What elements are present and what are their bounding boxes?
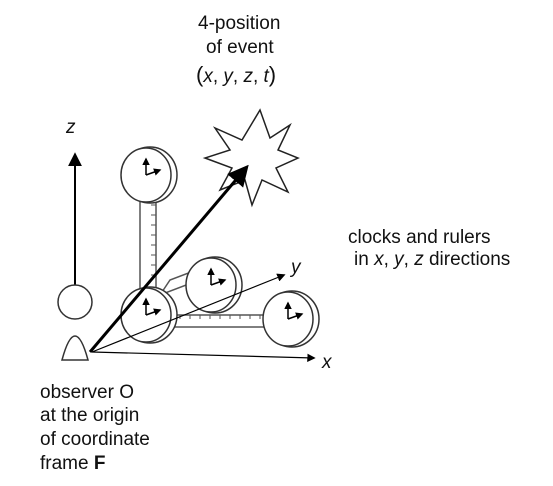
- observer-label-line1: observer O: [40, 382, 134, 403]
- x-axis-label: x: [322, 352, 332, 373]
- x-axis-line: [91, 351, 316, 363]
- clock-z-axis: [120, 146, 178, 204]
- event-coordinates: (x, y, z, t): [196, 62, 277, 88]
- frame-symbol: F: [93, 453, 106, 474]
- observer-label-line4: frame F: [40, 453, 106, 474]
- z-axis-label: z: [66, 117, 76, 138]
- y-axis-line: [91, 273, 286, 353]
- y-axis-label: y: [291, 257, 301, 278]
- event-label-line1: 4-position: [198, 13, 281, 34]
- observer-figure: [57, 284, 93, 361]
- event-label-line2: of event: [206, 37, 274, 58]
- clocks-rulers-line1: clocks and rulers: [348, 227, 491, 248]
- observer-label-line2: at the origin: [40, 405, 140, 426]
- event-starburst: [202, 108, 300, 208]
- clocks-rulers-line2: in x, y, z directions: [354, 249, 511, 270]
- clock-x-axis: [262, 290, 320, 348]
- clock-origin: [120, 286, 178, 344]
- event-position-vector: [88, 164, 249, 353]
- axes: [68, 152, 316, 363]
- observer-label-line3: of coordinate: [40, 429, 150, 450]
- clock-y-axis: [185, 256, 243, 314]
